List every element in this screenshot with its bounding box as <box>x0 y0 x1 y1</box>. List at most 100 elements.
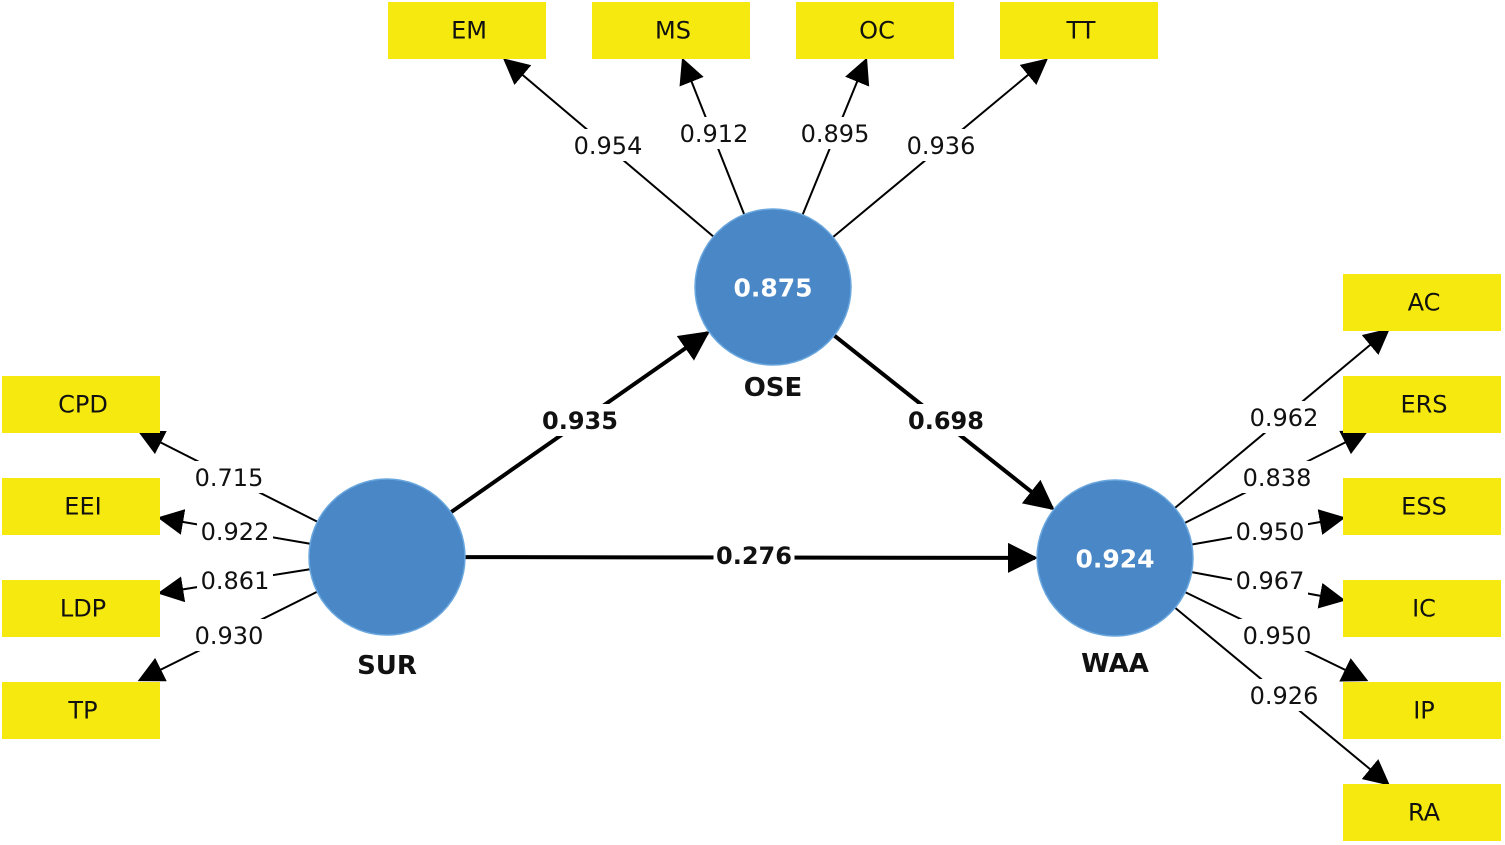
loading-value-tt-bg <box>903 129 979 161</box>
loading-value-ldp: 0.861 <box>197 564 273 596</box>
indicator-box[interactable] <box>796 2 954 59</box>
loading-value-ers-bg <box>1239 461 1315 493</box>
indicator-name: AC <box>1408 289 1441 317</box>
loading-value-ers: 0.838 <box>1239 461 1315 493</box>
loading-value-eei-bg <box>197 515 273 547</box>
loading-value-tt-text: 0.936 <box>907 132 976 160</box>
indicator-box[interactable] <box>2 376 160 433</box>
indicator-box[interactable] <box>1343 478 1501 535</box>
loading-value-ldp-text: 0.861 <box>201 567 270 595</box>
latent-circle[interactable] <box>694 208 852 366</box>
indicator-name: EM <box>451 17 487 45</box>
indicator-eei[interactable]: EEI <box>2 478 160 535</box>
loading-value-ms-bg <box>676 117 752 149</box>
latent-name: OSE <box>744 373 803 403</box>
latent-circle[interactable] <box>1036 479 1194 637</box>
path-coefficient-sur-ose-bg <box>539 404 621 436</box>
loading-value-tp: 0.930 <box>191 619 267 651</box>
loading-value-ra-bg <box>1246 679 1322 711</box>
indicator-box[interactable] <box>592 2 750 59</box>
indicator-name: TT <box>1066 17 1096 45</box>
loading-value-ms-text: 0.912 <box>680 120 749 148</box>
loading-value-oc: 0.895 <box>797 117 873 149</box>
indicator-box[interactable] <box>1000 2 1158 59</box>
indicator-box[interactable] <box>388 2 546 59</box>
indicator-cpd[interactable]: CPD <box>2 376 160 433</box>
loading-value-tp-text: 0.930 <box>195 622 264 650</box>
indicator-ip[interactable]: IP <box>1343 682 1501 739</box>
indicator-box[interactable] <box>1343 274 1501 331</box>
loading-value-ra-text: 0.926 <box>1250 682 1319 710</box>
loading-value-oc-text: 0.895 <box>801 120 870 148</box>
latent-variable-sur[interactable]: SUR <box>308 478 466 681</box>
indicator-box[interactable] <box>2 580 160 637</box>
r-squared-value: 0.924 <box>1075 545 1154 574</box>
path-coefficient-sur-waa-text: 0.276 <box>716 542 792 570</box>
indicator-name: OC <box>859 17 895 45</box>
latent-circle[interactable] <box>308 478 466 636</box>
indicator-ms[interactable]: MS <box>592 2 750 59</box>
indicator-box[interactable] <box>1343 682 1501 739</box>
latent-name: WAA <box>1081 649 1149 679</box>
indicator-name: EEI <box>64 493 101 521</box>
indicator-box[interactable] <box>1343 376 1501 433</box>
indicator-name: IP <box>1413 697 1435 725</box>
indicator-oc[interactable]: OC <box>796 2 954 59</box>
loading-value-em-bg <box>570 129 646 161</box>
indicator-name: IC <box>1412 595 1436 623</box>
loading-value-tp-bg <box>191 619 267 651</box>
latent-name: SUR <box>357 651 417 681</box>
loading-value-ers-text: 0.838 <box>1243 464 1312 492</box>
path-coefficient-sur-ose: 0.935 <box>539 404 621 436</box>
indicator-name: MS <box>655 17 691 45</box>
indicator-tt[interactable]: TT <box>1000 2 1158 59</box>
loading-value-tt: 0.936 <box>903 129 979 161</box>
path-coefficient-sur-waa: 0.276 <box>713 539 795 571</box>
loading-value-cpd-text: 0.715 <box>195 464 264 492</box>
indicator-ldp[interactable]: LDP <box>2 580 160 637</box>
loading-value-ms: 0.912 <box>676 117 752 149</box>
indicator-tp[interactable]: TP <box>2 682 160 739</box>
indicator-ic[interactable]: IC <box>1343 580 1501 637</box>
loading-value-ac: 0.962 <box>1246 401 1322 433</box>
indicator-ers[interactable]: ERS <box>1343 376 1501 433</box>
indicator-box[interactable] <box>1343 784 1501 841</box>
loading-value-ac-bg <box>1246 401 1322 433</box>
indicator-ess[interactable]: ESS <box>1343 478 1501 535</box>
indicator-ra[interactable]: RA <box>1343 784 1501 841</box>
loading-value-eei: 0.922 <box>197 515 273 547</box>
loading-value-oc-bg <box>797 117 873 149</box>
loading-value-cpd-bg <box>191 461 267 493</box>
indicator-name: RA <box>1408 799 1441 827</box>
loading-value-ic-bg <box>1232 564 1308 596</box>
loading-value-ip-text: 0.950 <box>1243 622 1312 650</box>
indicator-name: LDP <box>60 595 106 623</box>
edge-labels-layer: 0.935 0.698 0.276 0.954 0.912 0.895 0.936 0.715… <box>191 117 1322 711</box>
loading-value-em-text: 0.954 <box>574 132 643 160</box>
indicator-box[interactable] <box>2 682 160 739</box>
loading-value-cpd: 0.715 <box>191 461 267 493</box>
indicator-ac[interactable]: AC <box>1343 274 1501 331</box>
r-squared-value: 0.875 <box>733 274 812 303</box>
edges-layer <box>137 57 1391 786</box>
path-coefficient-ose-waa-text: 0.698 <box>908 407 984 435</box>
loading-value-ldp-bg <box>197 564 273 596</box>
loading-value-ip: 0.950 <box>1239 619 1315 651</box>
loading-value-ic: 0.967 <box>1232 564 1308 596</box>
path-coefficient-sur-ose-text: 0.935 <box>542 407 618 435</box>
loading-value-ip-bg <box>1239 619 1315 651</box>
indicator-box[interactable] <box>2 478 160 535</box>
indicator-name: ERS <box>1400 391 1447 419</box>
indicator-em[interactable]: EM <box>388 2 546 59</box>
loading-value-ess-bg <box>1232 515 1308 547</box>
loading-value-ra: 0.926 <box>1246 679 1322 711</box>
path-coefficient-sur-waa-bg <box>713 539 795 571</box>
path-coefficient-ose-waa: 0.698 <box>905 404 987 436</box>
indicator-box[interactable] <box>1343 580 1501 637</box>
loading-value-em: 0.954 <box>570 129 646 161</box>
